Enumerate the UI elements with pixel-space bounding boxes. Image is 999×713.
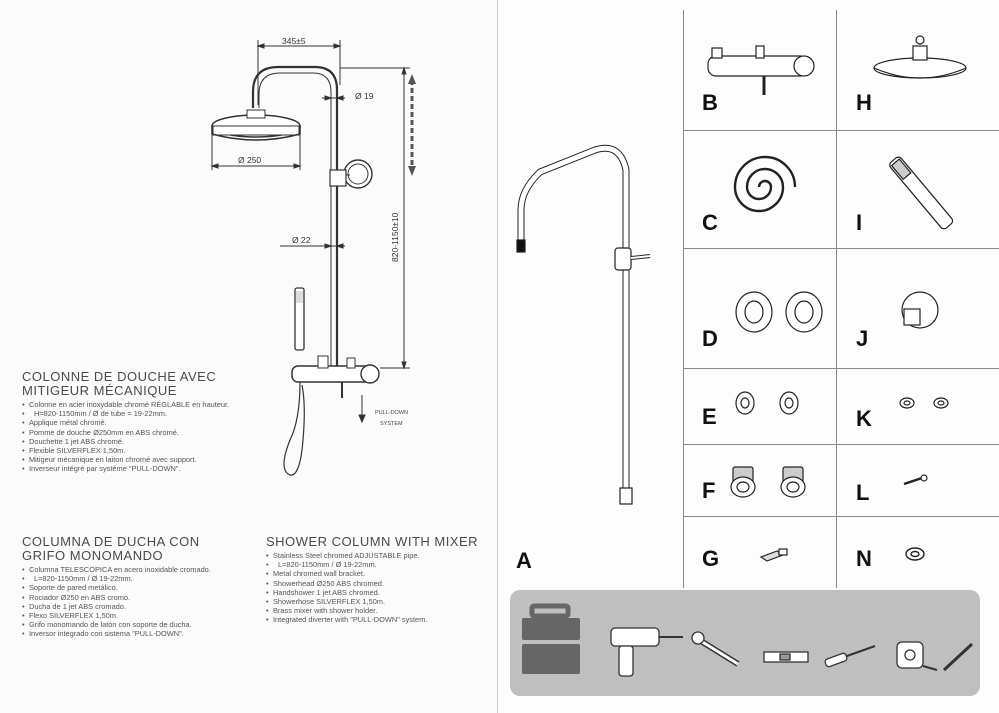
grid-divider [683,516,999,517]
grid-divider [683,130,999,131]
part-d-wall-plate-icon [735,291,823,333]
part-b-label: B [702,90,718,115]
french-section: COLONNE DE DOUCHE AVEC MITIGEUR MÉCANIQU… [22,370,229,474]
bar-diameter-label: Ø 22 [292,235,311,245]
french-item: Colonne en acier inoxydable chromé RÉGLA… [22,400,229,409]
english-title: SHOWER COLUMN WITH MIXER [266,534,479,549]
english-item: Showerhose SILVERFLEX 1,50m. [266,597,478,606]
french-title-line2: MITIGEUR MÉCANIQUE [22,383,177,398]
part-g-wall-plug-icon [759,548,788,562]
part-j-bracket-icon [901,291,939,329]
part-e-washer-icon [735,391,799,415]
spanish-item: Soporte de pared metálico. [22,583,211,592]
part-a-label: A [516,548,532,573]
part-c-label: C [702,210,718,235]
part-k-seal-icon [899,397,949,409]
tape-measure-icon [896,641,938,671]
part-f-connector-icon [730,466,806,498]
pipe-diameter-label: Ø 19 [355,91,374,101]
part-k-label: K [856,406,872,431]
english-item: Integrated diverter with "PULL-DOWN" sys… [266,615,478,624]
part-f-label: F [702,478,716,503]
english-item: Metal chromed wall bracket. [266,569,478,578]
spanish-item: Flexo SILVERFLEX 1,50m. [22,611,211,620]
french-item: Applique métal chromé. [22,418,229,427]
french-title-line1: COLONNE DE DOUCHE AVEC [22,369,217,384]
spanish-item: Inversor integrado con sistema "PULL-DOW… [22,629,211,638]
part-l-label: L [856,480,870,505]
grid-divider [683,10,684,588]
french-item: Pomme de douche Ø250mm en ABS chromé. [22,428,229,437]
spanish-item: Ducha de 1 jet ABS cromado. [22,602,211,611]
part-g-label: G [702,546,720,571]
english-section: SHOWER COLUMN WITH MIXER Stainless Steel… [266,535,478,625]
showerhead-diameter-label: Ø 250 [238,155,262,165]
wrench-icon [691,631,740,667]
part-a-column-drawing [516,144,651,505]
spanish-item: Columna TELESCOPICA en acero inoxidable … [22,565,211,574]
part-l-screw-icon [903,474,928,486]
part-e-label: E [702,404,717,429]
part-c-hose-icon [733,155,797,213]
part-i-label: I [856,210,863,235]
height-range-label: 820-1150±10 [390,212,400,262]
english-feature-list: Stainless Steel chromed ADJUSTABLE pipe.… [266,551,478,625]
level-icon [763,651,809,663]
pulldown-label: PULL-DOWN [375,410,409,416]
french-item: H=820-1150mm / Ø de tube = 19-22mm. [22,409,229,418]
english-item: Showerhead Ø250 ABS chromed. [266,579,478,588]
part-n-label: N [856,546,872,571]
spanish-item: Grifo monomando de latón con soporte de … [22,620,211,629]
drill-icon [610,627,683,677]
french-feature-list: Colonne en acier inoxydable chromé RÉGLA… [22,400,229,474]
part-j-label: J [856,326,869,351]
part-d-label: D [702,326,718,351]
english-item: Handshower 1 jet ABS chromed. [266,588,478,597]
french-item: Inverseur intégré par système "PULL-DOWN… [22,464,229,473]
left-page: 345±5 Ø 19 Ø 250 Ø 22 820-1150±10 PULL-D… [0,0,498,713]
spanish-item: Rociador Ø250 en ABS cromo. [22,593,211,602]
spanish-section: COLUMNA DE DUCHA CON GRIFO MONOMANDO Col… [22,535,211,639]
screwdriver-icon [824,645,876,668]
spanish-title-line2: GRIFO MONOMANDO [22,548,164,563]
grid-divider [683,444,999,445]
french-item: Mitigeur mécanique en laiton chromé avec… [22,455,229,464]
grid-divider [683,368,999,369]
toolbox-icon [522,603,580,674]
part-i-handshower-icon [889,156,954,230]
english-item: Stainless Steel chromed ADJUSTABLE pipe. [266,551,478,560]
part-h-label: H [856,90,872,115]
grid-divider [683,248,999,249]
part-n-washer-icon [905,547,925,561]
width-dimension-label: 345±5 [282,36,306,46]
shower-column-technical-drawing [210,40,416,476]
spanish-feature-list: Columna TELESCOPICA en acero inoxidable … [22,565,211,639]
english-item: Brass mixer with shower holder. [266,606,478,615]
french-item: Flexible SILVERFLEX 1,50m. [22,446,229,455]
pulldown-system-label: SYSTEM [380,421,403,427]
pencil-icon [942,642,974,672]
spanish-item: L=820-1150mm / Ø 19-22mm. [22,574,211,583]
english-item: L=820-1150mm / Ø 19-22mm. [266,560,478,569]
part-h-showerhead-icon [873,35,967,79]
grid-divider [836,10,837,588]
part-b-mixer-icon [707,45,815,95]
french-item: Douchette 1 jet ABS chromé. [22,437,229,446]
spanish-title-line1: COLUMNA DE DUCHA CON [22,534,200,549]
